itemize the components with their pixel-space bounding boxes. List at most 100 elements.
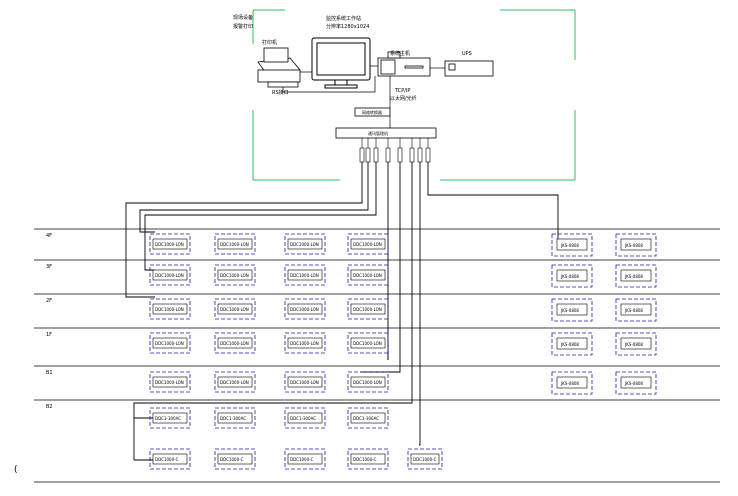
io-module: JKS-0808	[551, 264, 593, 288]
io-module-label: JKS-0808	[560, 243, 579, 248]
controller-device: DDC1000-LON	[284, 371, 326, 393]
controller-device: DDC1000-LON	[284, 332, 326, 354]
field-label-2: 报警打印	[233, 23, 253, 30]
monitor-icon	[311, 37, 371, 89]
controller-device: DDC1000-LON	[284, 298, 326, 320]
port-connector	[397, 147, 403, 163]
control-room-border	[252, 9, 576, 181]
controller-device: DDC1-300AC	[149, 407, 191, 429]
footer-mark: (	[14, 465, 18, 475]
floor-label: B1	[46, 370, 53, 376]
io-module: JKS-0808	[551, 233, 593, 257]
floor-label: B2	[46, 404, 53, 410]
floor-label: 3F	[46, 264, 52, 270]
io-module: JKS-0808	[551, 332, 593, 356]
device-label: DDC1000-LON	[290, 273, 319, 278]
io-module-label: JKS-0808	[560, 274, 579, 279]
device-label: DDC1000-LON	[353, 273, 382, 278]
field-label-1: 现场设备	[233, 14, 253, 21]
port-connector	[385, 147, 391, 163]
controller-device: DDC1000-LON	[214, 264, 256, 286]
port-connector	[409, 147, 415, 163]
io-module-label: JKS-0808	[560, 342, 579, 347]
comm-label-1: TCP/IP	[394, 88, 410, 94]
port-connector	[365, 147, 371, 163]
device-label: DDC1000-LON	[220, 307, 249, 312]
io-module-label: JKS-0808	[624, 243, 643, 248]
controller-device: DDC1-300AC	[284, 407, 326, 429]
device-label: DDC1000-LON	[220, 273, 249, 278]
device-label: DDC1000-LON	[353, 307, 382, 312]
device-label: DDC1000-LON	[290, 341, 319, 346]
floor-label: 2F	[46, 298, 52, 304]
controller-device: DDC1000-C	[149, 448, 191, 470]
device-label: DDC1000-LON	[155, 341, 184, 346]
printer-port-label: RS接口	[272, 89, 289, 96]
device-label: DDC1-300AC	[353, 416, 379, 421]
device-label: DDC1000-C	[155, 457, 179, 462]
floor-label: 1F	[46, 332, 52, 338]
device-label: DDC1000-C	[290, 457, 314, 462]
device-label: DDC1000-C	[353, 457, 377, 462]
controller-device: DDC1000-LON	[149, 264, 191, 286]
monitor-label-2: 分辨率1280x1024	[326, 23, 369, 30]
controller-device: DDC1000-LON	[347, 264, 389, 286]
controller-device: DDC1000-LON	[214, 233, 256, 255]
controller-device: DDC1000-LON	[347, 233, 389, 255]
device-label: DDC1-300AC	[155, 416, 181, 421]
converter-box	[354, 107, 391, 117]
controller-device: DDC1000-LON	[214, 298, 256, 320]
io-module: JKS-0808	[615, 233, 657, 257]
port-connector	[417, 147, 423, 163]
controller-device: DDC1000-LON	[347, 298, 389, 320]
device-label: DDC1000-LON	[290, 380, 319, 385]
device-label: DDC1-300AC	[220, 416, 246, 421]
printer-label: 打印机	[262, 39, 277, 46]
io-module-label: JKS-0808	[560, 381, 579, 386]
controller-device: DDC1-300AC	[214, 407, 256, 429]
floor-label: 4F	[46, 233, 52, 239]
device-label: DDC1000-LON	[353, 380, 382, 385]
device-label: DDC1000-C	[413, 457, 437, 462]
io-module: JKS-0808	[551, 298, 593, 322]
host-computer-icon	[377, 51, 431, 77]
hub-ports	[359, 138, 431, 163]
device-label: DDC1000-LON	[220, 380, 249, 385]
controller-device: DDC1000-LON	[149, 332, 191, 354]
port-connector	[359, 147, 365, 163]
device-label: DDC1-300AC	[290, 416, 316, 421]
io-module-label: JKS-0808	[624, 308, 643, 313]
device-label: DDC1000-LON	[155, 380, 184, 385]
device-label: DDC1000-LON	[353, 341, 382, 346]
controller-device: DDC1000-C	[214, 448, 256, 470]
io-module: JKS-0808	[615, 371, 657, 395]
controller-device: DDC1000-LON	[149, 233, 191, 255]
controller-device: DDC1000-LON	[149, 298, 191, 320]
port-connector	[373, 147, 379, 163]
io-module: JKS-0808	[615, 298, 657, 322]
hub-box	[335, 127, 437, 139]
hub-label: 通讯管理机	[368, 130, 388, 136]
device-label: DDC1000-LON	[290, 307, 319, 312]
device-label: DDC1000-LON	[155, 242, 184, 247]
port-connector	[425, 147, 431, 163]
controller-device: DDC1000-LON	[284, 233, 326, 255]
io-module-label: JKS-0808	[560, 308, 579, 313]
device-label: DDC1000-C	[220, 457, 244, 462]
controller-device: DDC1000-LON	[149, 371, 191, 393]
controller-device: DDC1000-LON	[214, 332, 256, 354]
device-label: DDC1000-LON	[220, 242, 249, 247]
io-module: JKS-0808	[615, 264, 657, 288]
ups-label: UPS	[462, 51, 472, 57]
io-module-label: JKS-0808	[624, 274, 643, 279]
bus-cables	[125, 162, 559, 461]
controller-device: DDC1000-LON	[347, 371, 389, 393]
controller-device: DDC1000-C	[347, 448, 389, 470]
controller-device: DDC1000-LON	[347, 332, 389, 354]
io-module-label: JKS-0808	[624, 381, 643, 386]
converter-label: 网络转换器	[362, 109, 382, 115]
controller-device: DDC1000-LON	[284, 264, 326, 286]
